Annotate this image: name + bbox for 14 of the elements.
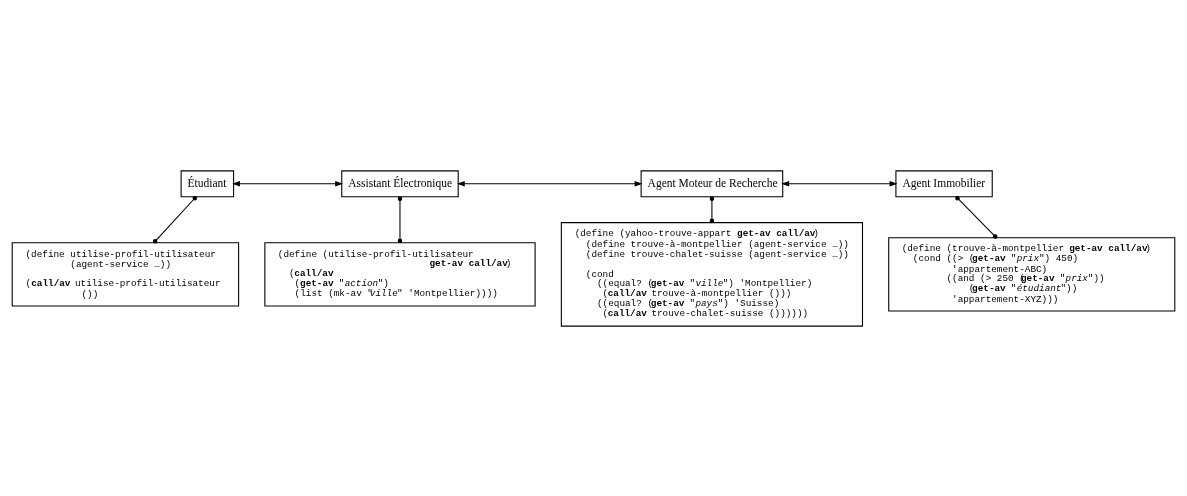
node-box: (define (utilise-profil-utilisateur get-av call/av) (call/av (get-av "action") (list (mk-av "ville" 'Montpellier)))) xyxy=(264,241,536,307)
node-box: (define (yahoo-trouve-appart get-av call/av) (define trouve-à-montpellier (agent-service …)) (define trouve-chalet-suisse (agent-service …)) (cond ((equal? (get-av "ville") 'Montpellier) (call/av trouve-à-montpellier ())) ((equal? (get-av "pays") 'Suisse) (call/av trouve-chalet-suisse ()))))) xyxy=(560,221,864,327)
arrow xyxy=(232,180,344,187)
arrow xyxy=(456,180,643,187)
connector xyxy=(955,195,998,239)
connector xyxy=(397,195,403,243)
connector xyxy=(709,195,715,223)
node-box: (define utilise-profil-utilisateur (agent-service …)) (call/av utilise-profil-utilisateur ()) xyxy=(11,241,240,307)
node-box: Assistant Électronique xyxy=(341,169,459,197)
node-box: Agent Immobilier xyxy=(895,169,993,197)
connector xyxy=(152,195,198,244)
node-box: Étudiant xyxy=(180,169,235,197)
arrow xyxy=(781,180,898,187)
node-box: Agent Moteur de Recherche xyxy=(640,169,784,197)
